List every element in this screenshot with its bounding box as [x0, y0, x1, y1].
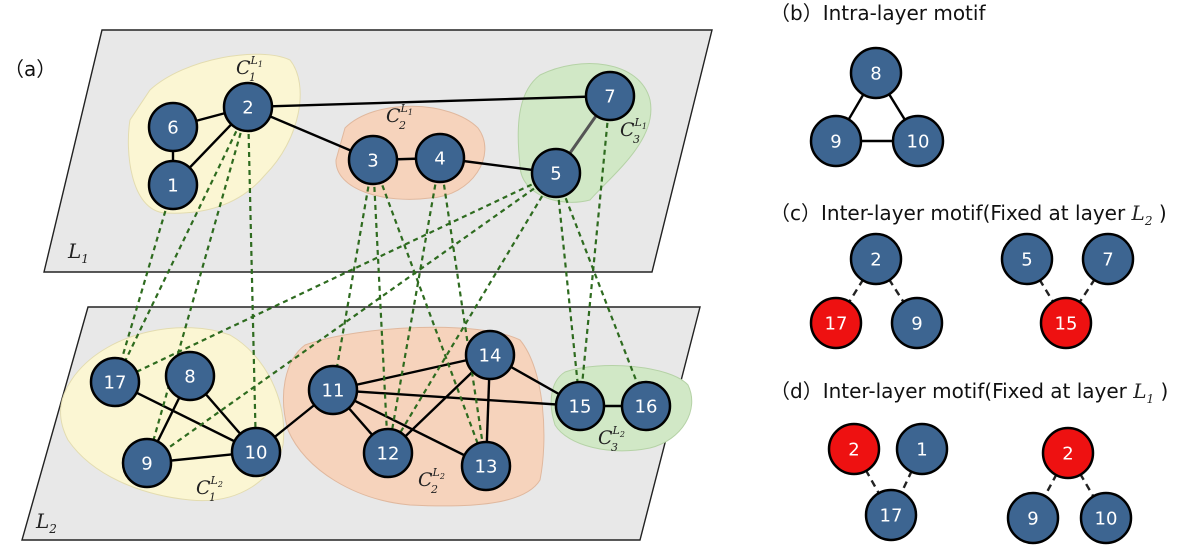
svg-text:16: 16 [635, 397, 658, 418]
motif-d-node-2: 2 [827, 422, 881, 476]
svg-text:15: 15 [1055, 314, 1078, 335]
svg-text:9: 9 [141, 454, 152, 475]
node-13: 13 [460, 440, 512, 492]
svg-text:7: 7 [604, 87, 615, 108]
motif-d-left: 2 1 17 [827, 422, 949, 542]
motif-c-node-17: 17 [809, 296, 863, 350]
node-4: 4 [414, 132, 466, 184]
motif-b-node-8: 8 [849, 46, 903, 100]
node-2: 2 [222, 81, 274, 133]
node-6: 6 [147, 101, 199, 153]
motif-d-right: 2 9 10 [1006, 426, 1133, 545]
panel-a-label: （a） [4, 57, 56, 81]
svg-text:2: 2 [848, 440, 859, 461]
svg-text:9: 9 [1027, 509, 1038, 530]
svg-text:10: 10 [907, 132, 930, 153]
svg-text:7: 7 [1102, 250, 1113, 271]
node-9: 9 [121, 437, 173, 489]
svg-text:12: 12 [377, 444, 400, 465]
svg-text:17: 17 [825, 314, 848, 335]
node-12: 12 [362, 427, 414, 479]
panel-b-label: （b）Intra-layer motif [770, 1, 986, 25]
node-3: 3 [347, 134, 399, 186]
motif-d-node-1: 1 [895, 422, 949, 476]
svg-text:9: 9 [911, 314, 922, 335]
motif-b-node-10: 10 [891, 114, 945, 168]
motif-d-node-10: 10 [1079, 491, 1133, 545]
motif-c-right: 5 7 15 [1000, 232, 1135, 350]
svg-text:10: 10 [1095, 509, 1118, 530]
node-14: 14 [464, 329, 516, 381]
svg-text:5: 5 [550, 164, 561, 185]
node-15: 15 [554, 380, 606, 432]
node-5: 5 [530, 147, 582, 199]
motif-b-node-9: 9 [809, 114, 863, 168]
panel-d-label: （d）Inter-layer motif(Fixed at layer L1 ) [770, 379, 1168, 406]
svg-text:17: 17 [880, 506, 903, 527]
motif-c-node-2: 2 [849, 232, 903, 286]
svg-text:5: 5 [1021, 250, 1032, 271]
node-11: 11 [307, 364, 359, 416]
node-10: 10 [230, 426, 282, 478]
motif-d-node-9: 9 [1006, 491, 1060, 545]
svg-text:3: 3 [367, 151, 378, 172]
svg-text:6: 6 [167, 118, 178, 139]
motif-b: 8 9 10 [809, 46, 945, 168]
motif-c-node-5: 5 [1000, 232, 1054, 286]
inter-layer-edges [113, 95, 648, 467]
motif-c-node-7: 7 [1081, 232, 1135, 286]
layer-label-L1: L1 [67, 239, 89, 266]
svg-text:15: 15 [569, 397, 592, 418]
panel-c-label: （c）Inter-layer motif(Fixed at layer L2 ) [770, 201, 1167, 228]
node-1: 1 [147, 159, 199, 211]
node-8: 8 [164, 350, 216, 402]
svg-text:10: 10 [245, 443, 268, 464]
motif-d-node-17: 17 [864, 488, 918, 542]
svg-text:11: 11 [322, 381, 345, 402]
svg-text:14: 14 [479, 346, 502, 367]
svg-text:2: 2 [1062, 444, 1073, 465]
svg-text:2: 2 [870, 250, 881, 271]
svg-text:4: 4 [434, 149, 445, 170]
svg-text:17: 17 [104, 373, 127, 394]
svg-text:1: 1 [167, 176, 178, 197]
motif-c-node-15: 15 [1039, 296, 1093, 350]
motif-c-left: 2 17 9 [809, 232, 944, 350]
svg-text:1: 1 [916, 440, 927, 461]
motif-c-node-9: 9 [890, 296, 944, 350]
svg-text:2: 2 [242, 98, 253, 119]
svg-text:9: 9 [830, 132, 841, 153]
svg-text:13: 13 [475, 457, 498, 478]
svg-text:8: 8 [870, 64, 881, 85]
node-16: 16 [620, 380, 672, 432]
node-7: 7 [584, 70, 636, 122]
node-17: 17 [89, 356, 141, 408]
layer-label-L2: L2 [35, 509, 57, 536]
svg-text:8: 8 [184, 367, 195, 388]
motif-d-node-2b: 2 [1041, 426, 1095, 480]
